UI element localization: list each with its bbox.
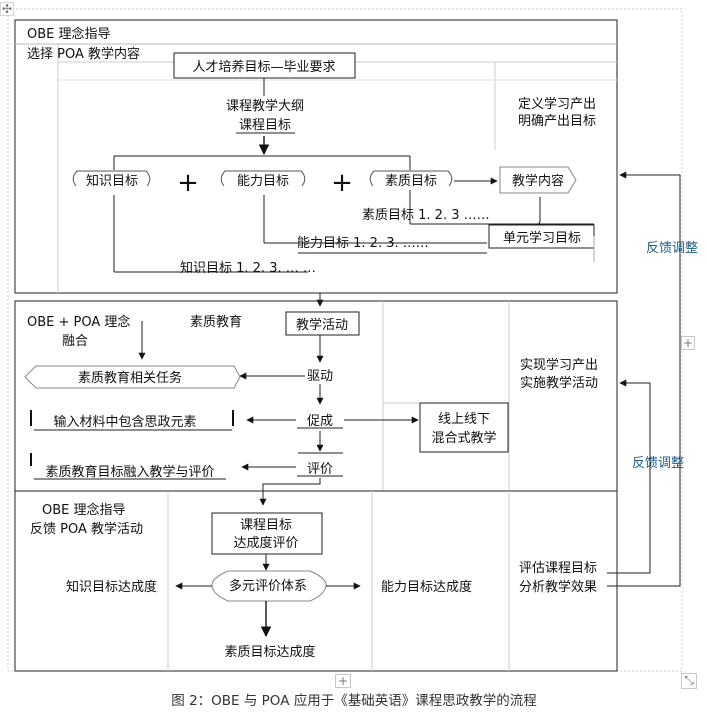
knowledge-attain: 知识目标达成度: [66, 579, 157, 595]
integrate-label: 素质教育目标融入教学与评价: [45, 464, 214, 480]
quality-attain: 素质目标达成度: [224, 644, 315, 660]
top-side-label: 选择 POA 教学内容: [27, 46, 140, 62]
integrate-mark: [30, 453, 32, 466]
bottom-right-line2: 分析教学效果: [519, 579, 597, 595]
syllabus-line1: 课程教学大纲: [226, 98, 304, 114]
feedback-line-lower: [607, 379, 651, 574]
goal-box-label: 人才培养目标—毕业要求: [192, 59, 335, 75]
bottom-header-line1: OBE 理念指导: [42, 502, 126, 518]
eval-line1: 课程目标: [240, 518, 292, 533]
drive-label: 驱动: [307, 369, 333, 384]
knowledge-items: 知识目标 1. 2. 3. … …: [180, 260, 316, 276]
content-link-mark: ,: [537, 212, 541, 228]
add-bottom-button[interactable]: +: [335, 674, 351, 688]
syllabus-line2: 课程目标: [239, 118, 291, 133]
input-mark-left: [30, 410, 32, 426]
plus-sign: +: [177, 168, 199, 198]
middle-right-line1: 实现学习产出: [520, 357, 598, 373]
top-row-border: [14, 19, 618, 294]
top-right-line2: 明确产出目标: [518, 114, 596, 129]
knowledge-brace: [72, 170, 151, 187]
move-handle-icon[interactable]: ✣: [0, 2, 14, 16]
task-label: 素质教育相关任务: [78, 370, 182, 386]
bottom-row-border: [14, 490, 618, 672]
eval-line2: 达成度评价: [233, 535, 298, 551]
figure-caption: 图 2：OBE 与 POA 应用于《基础英语》课程思政教学的流程: [171, 692, 536, 709]
blended-line1: 线上线下: [438, 412, 490, 427]
ability-items: 能力目标 1. 2. 3. ……: [297, 236, 429, 251]
knowledge-goal: 知识目标: [86, 173, 138, 189]
ability-attain: 能力目标达成度: [381, 579, 472, 595]
top-right-line1: 定义学习产出: [518, 96, 596, 112]
quality-items: 素质目标 1. 2. 3 ……: [362, 208, 490, 223]
feedback-line-upper: [607, 171, 681, 587]
input-mark-right: [232, 410, 234, 426]
feedback-label-lower: 反馈调整: [632, 456, 684, 471]
blended-line2: 混合式教学: [431, 430, 496, 446]
input-label: 输入材料中包含思政元素: [53, 414, 196, 430]
top-row-header: OBE 理念指导: [27, 26, 111, 42]
bottom-row: OBE 理念指导 反馈 POA 教学活动 课程目标 达成度评价 多元评价体系 知…: [14, 490, 618, 672]
plus-sign: +: [331, 168, 353, 198]
middle-header-line2: 融合: [62, 334, 88, 349]
content-box: [499, 166, 577, 194]
eval-box: [211, 512, 323, 555]
bottom-right-line1: 评估课程目标: [519, 561, 597, 576]
system-oval: [211, 570, 327, 602]
quality-brace: [369, 170, 453, 187]
activity-label: 教学活动: [296, 317, 348, 333]
feedback-label-upper: 反馈调整: [646, 241, 698, 256]
middle-right-line2: 实施教学活动: [520, 375, 598, 391]
unit-goal: 单元学习目标: [503, 230, 581, 246]
content-label: 教学内容: [512, 173, 564, 189]
task-box: [24, 365, 241, 389]
bottom-header-line2: 反馈 POA 教学活动: [30, 521, 143, 537]
promote-label: 促成: [307, 414, 333, 429]
goal-box: [173, 52, 356, 79]
evaluate-to-bottom: [259, 478, 321, 506]
add-right-button[interactable]: +: [681, 336, 695, 350]
quality-goal: 素质目标: [385, 174, 437, 189]
quality-education: 素质教育: [190, 314, 242, 330]
blended-box: [419, 402, 509, 453]
ability-brace: [220, 170, 306, 187]
activity-box: [285, 311, 360, 336]
feedback-loops: 反馈调整 反馈调整: [607, 171, 698, 587]
middle-row: OBE + POA 理念 融合 素质教育 教学活动 驱动 素质教育相关任务 促成…: [14, 300, 618, 506]
evaluate-label: 评价: [307, 462, 333, 477]
top-row: OBE 理念指导 选择 POA 教学内容 人才培养目标—毕业要求 课程教学大纲 …: [14, 19, 618, 294]
resize-handle-icon[interactable]: ⤡: [681, 673, 697, 689]
middle-header-line1: OBE + POA 理念: [27, 314, 130, 330]
system-label: 多元评价体系: [229, 578, 307, 594]
ability-goal: 能力目标: [237, 174, 289, 189]
